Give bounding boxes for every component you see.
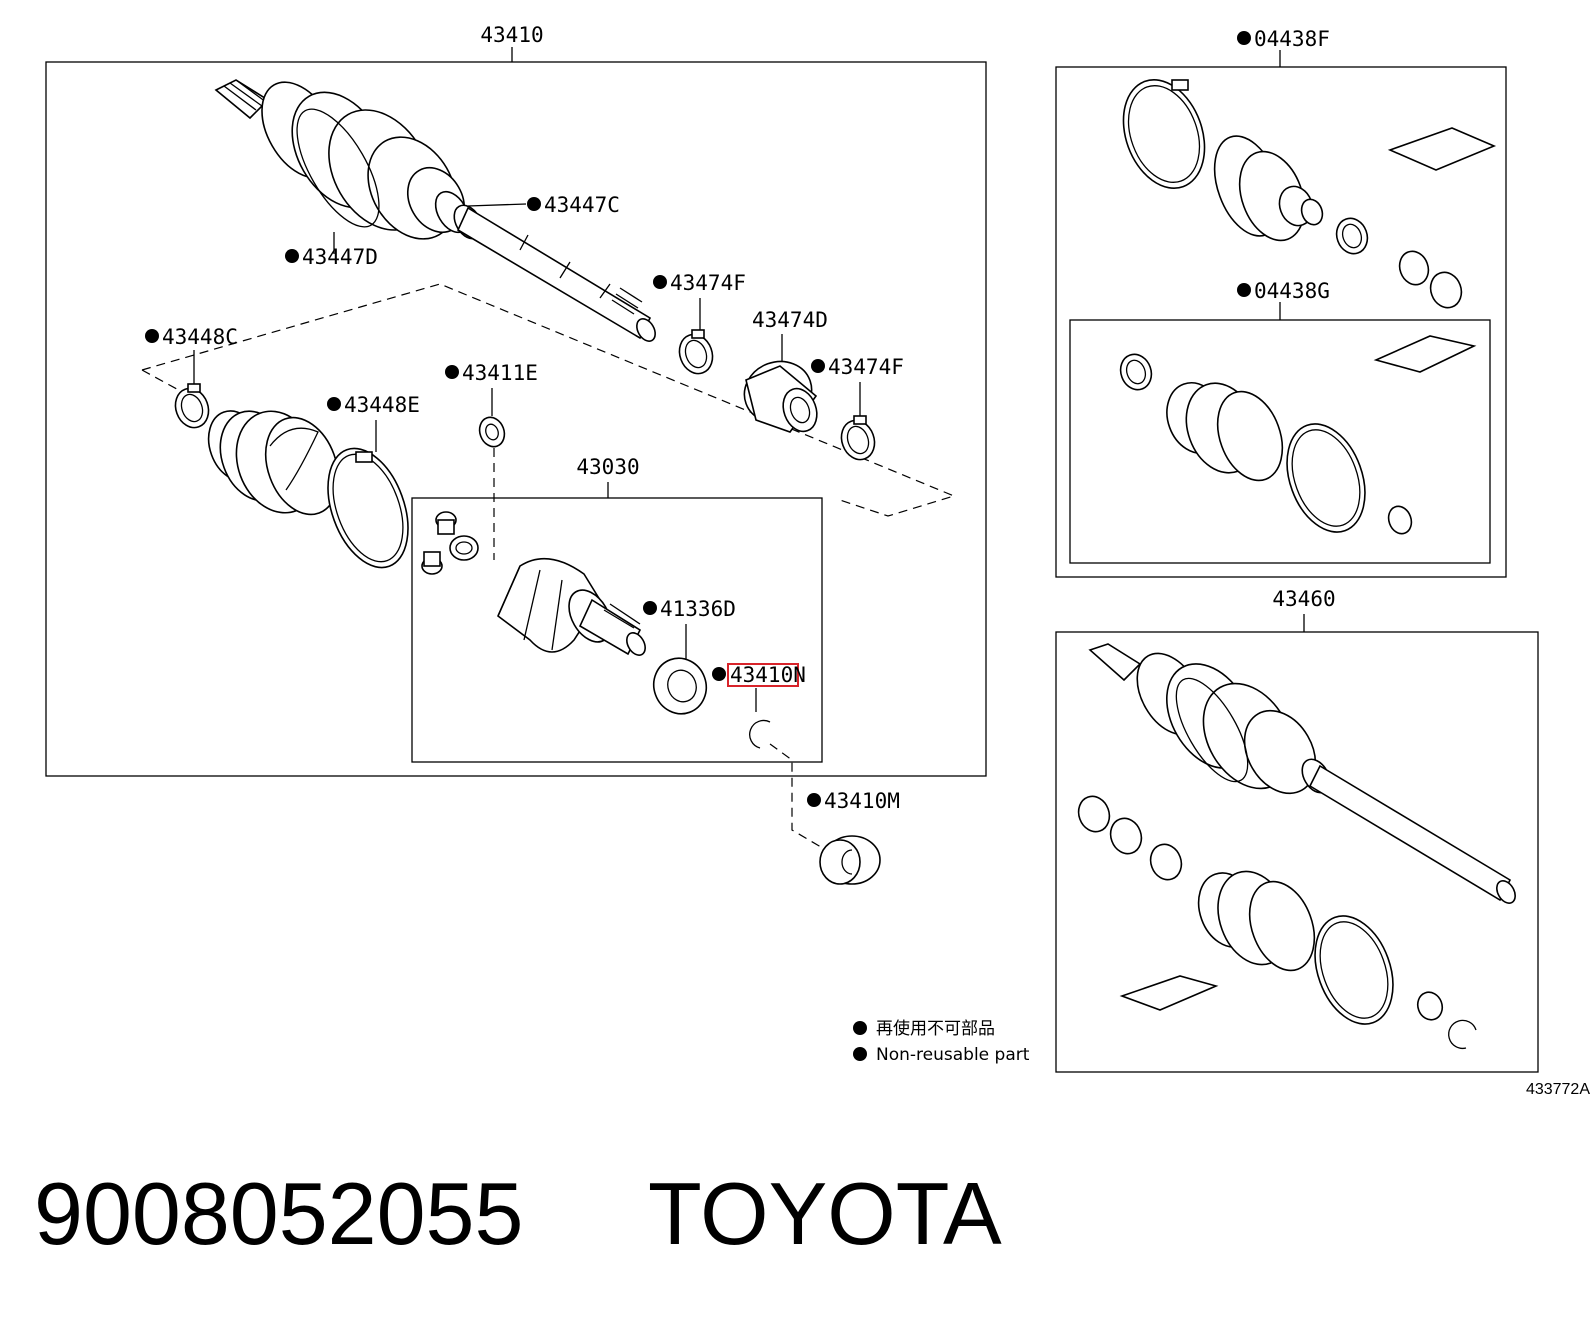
callout-group-43474f-1: 43474F — [653, 271, 746, 375]
callout-group-43411e: 43411E — [445, 361, 538, 560]
assembly-43460-frame: 43460 — [1055, 587, 1539, 1073]
callout-group-41336d: 41336D — [643, 597, 736, 715]
kit-04438g-parts-drawing — [1119, 335, 1477, 535]
callout-41336d[interactable]: 41336D — [660, 597, 736, 621]
callout-43474d[interactable]: 43474D — [752, 308, 828, 332]
kit-04438f-parts-drawing — [1122, 78, 1497, 309]
assembly-43460-parts-drawing — [1077, 643, 1516, 1050]
callout-43410m[interactable]: 43410M — [824, 789, 900, 813]
assembly-43410-frame: 43410 — [45, 23, 987, 777]
brand-name: TOYOTA — [648, 1164, 1002, 1263]
callout-43447d[interactable]: 43447D — [302, 245, 378, 269]
callout-group-43448c: 43448C — [145, 325, 238, 429]
inner-joint-housing-drawing — [497, 557, 646, 656]
callout-group-43410m: 43410M — [807, 789, 900, 885]
callout-43474f-2[interactable]: 43474F — [828, 355, 904, 379]
legend-line-2: Non-reusable part — [876, 1045, 1030, 1065]
callout-group-43447d: 43447D — [285, 232, 378, 269]
callout-group-43447c: 43447C — [467, 193, 620, 217]
callout-group-43410n: 43410N — [712, 663, 827, 851]
drive-shaft-outer-drawing — [214, 79, 656, 342]
callout-43448c[interactable]: 43448C — [162, 325, 238, 349]
assembly-43030-frame: 43030 — [411, 455, 823, 763]
highlight-box — [727, 663, 799, 687]
callout-group-43474d: 43474D — [743, 308, 828, 433]
callout-43030[interactable]: 43030 — [576, 455, 639, 479]
legend-bullet-1 — [853, 1021, 867, 1035]
kit-04438f-frame: 04438F — [1055, 27, 1507, 578]
callout-group-43474f-2: 43474F — [811, 355, 904, 461]
legend: 再使用不可部品 Non-reusable part — [853, 1018, 1030, 1065]
kit-04438g-frame: 04438G — [1069, 279, 1491, 564]
part-number: 9008052055 — [34, 1164, 523, 1263]
callout-43447c[interactable]: 43447C — [544, 193, 620, 217]
kit-outline-dashed — [141, 283, 956, 517]
callout-43460[interactable]: 43460 — [1272, 587, 1335, 611]
legend-bullet-2 — [853, 1047, 867, 1061]
callout-04438f[interactable]: 04438F — [1254, 27, 1330, 51]
callout-43411e[interactable]: 43411E — [462, 361, 538, 385]
callout-43410[interactable]: 43410 — [480, 23, 543, 47]
callout-43410n[interactable]: 43410N — [730, 663, 806, 687]
figure-reference: 433772A — [1526, 1081, 1590, 1098]
caption: 9008052055 TOYOTA — [34, 1164, 1002, 1263]
callout-43474f-1[interactable]: 43474F — [670, 271, 746, 295]
callout-04438g[interactable]: 04438G — [1254, 279, 1330, 303]
callout-group-43448e: 43448E — [327, 393, 420, 452]
legend-line-1: 再使用不可部品 — [876, 1018, 995, 1039]
callout-43448e[interactable]: 43448E — [344, 393, 420, 417]
inner-boot-drawing — [207, 410, 409, 569]
tripod-joint-drawing — [421, 511, 479, 575]
